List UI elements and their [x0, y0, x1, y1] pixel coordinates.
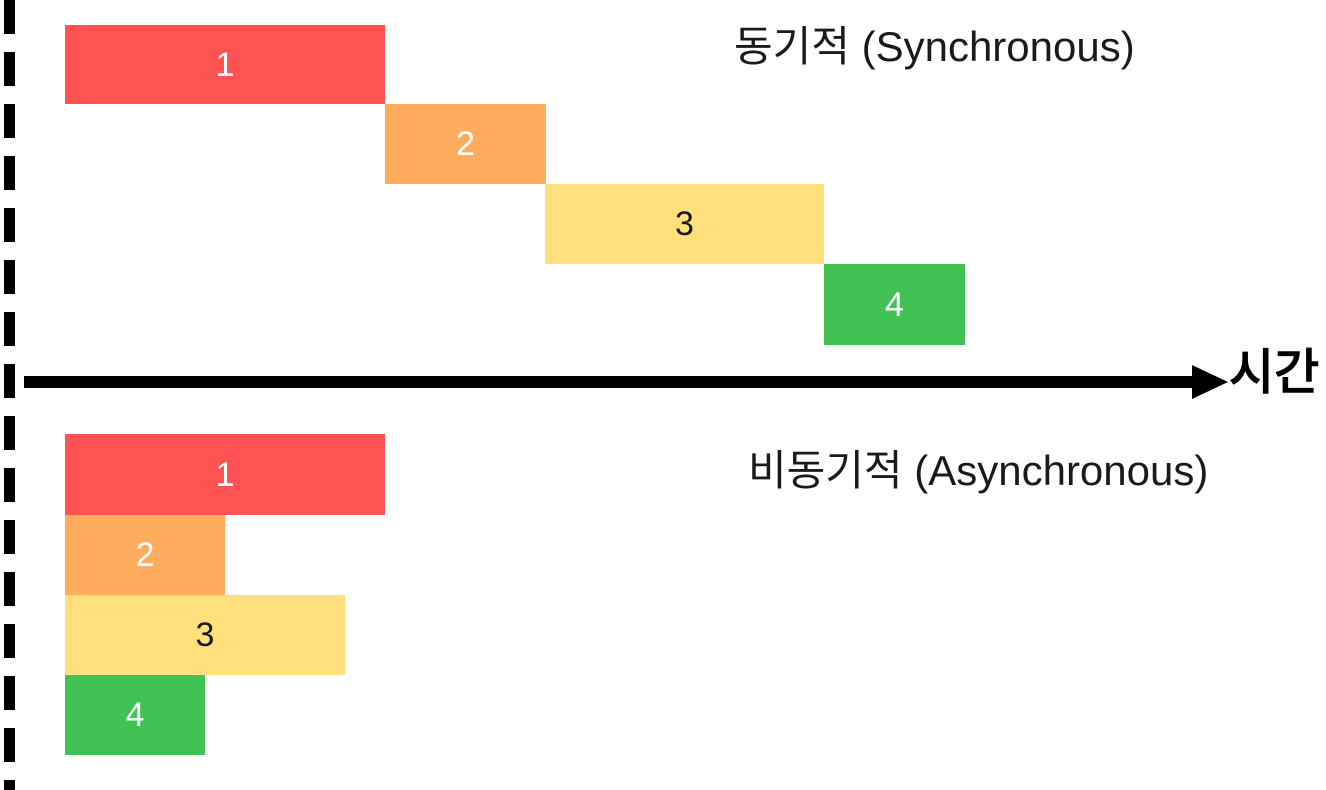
task-bar-label: 1: [215, 45, 235, 84]
task-bar-synchronous-3: 3: [545, 184, 824, 264]
task-bar-label: 1: [215, 455, 235, 494]
asynchronous-section-label: 비동기적 (Asynchronous): [748, 447, 1209, 494]
task-bar-asynchronous-4: 4: [65, 675, 205, 755]
task-bar-synchronous-4: 4: [824, 264, 965, 345]
task-bar-asynchronous-1: 1: [65, 434, 385, 515]
task-bar-label: 4: [125, 696, 145, 734]
task-bar-asynchronous-3: 3: [65, 595, 345, 675]
time-axis-line: [24, 376, 1216, 388]
synchronous-section-label: 동기적 (Synchronous): [734, 23, 1135, 70]
task-bar-asynchronous-2: 2: [65, 515, 225, 595]
task-bar-label: 2: [135, 536, 155, 574]
time-axis-arrowhead-icon: [1192, 365, 1228, 399]
task-bar-synchronous-1: 1: [65, 25, 385, 104]
task-bar-synchronous-2: 2: [385, 104, 546, 184]
task-bar-label: 3: [195, 616, 215, 654]
task-bar-label: 3: [675, 205, 694, 243]
task-bar-label: 2: [456, 125, 475, 163]
time-axis-label: 시간: [1229, 346, 1320, 400]
task-bar-label: 4: [885, 285, 904, 324]
vertical-dashed-axis: [4, 0, 15, 790]
